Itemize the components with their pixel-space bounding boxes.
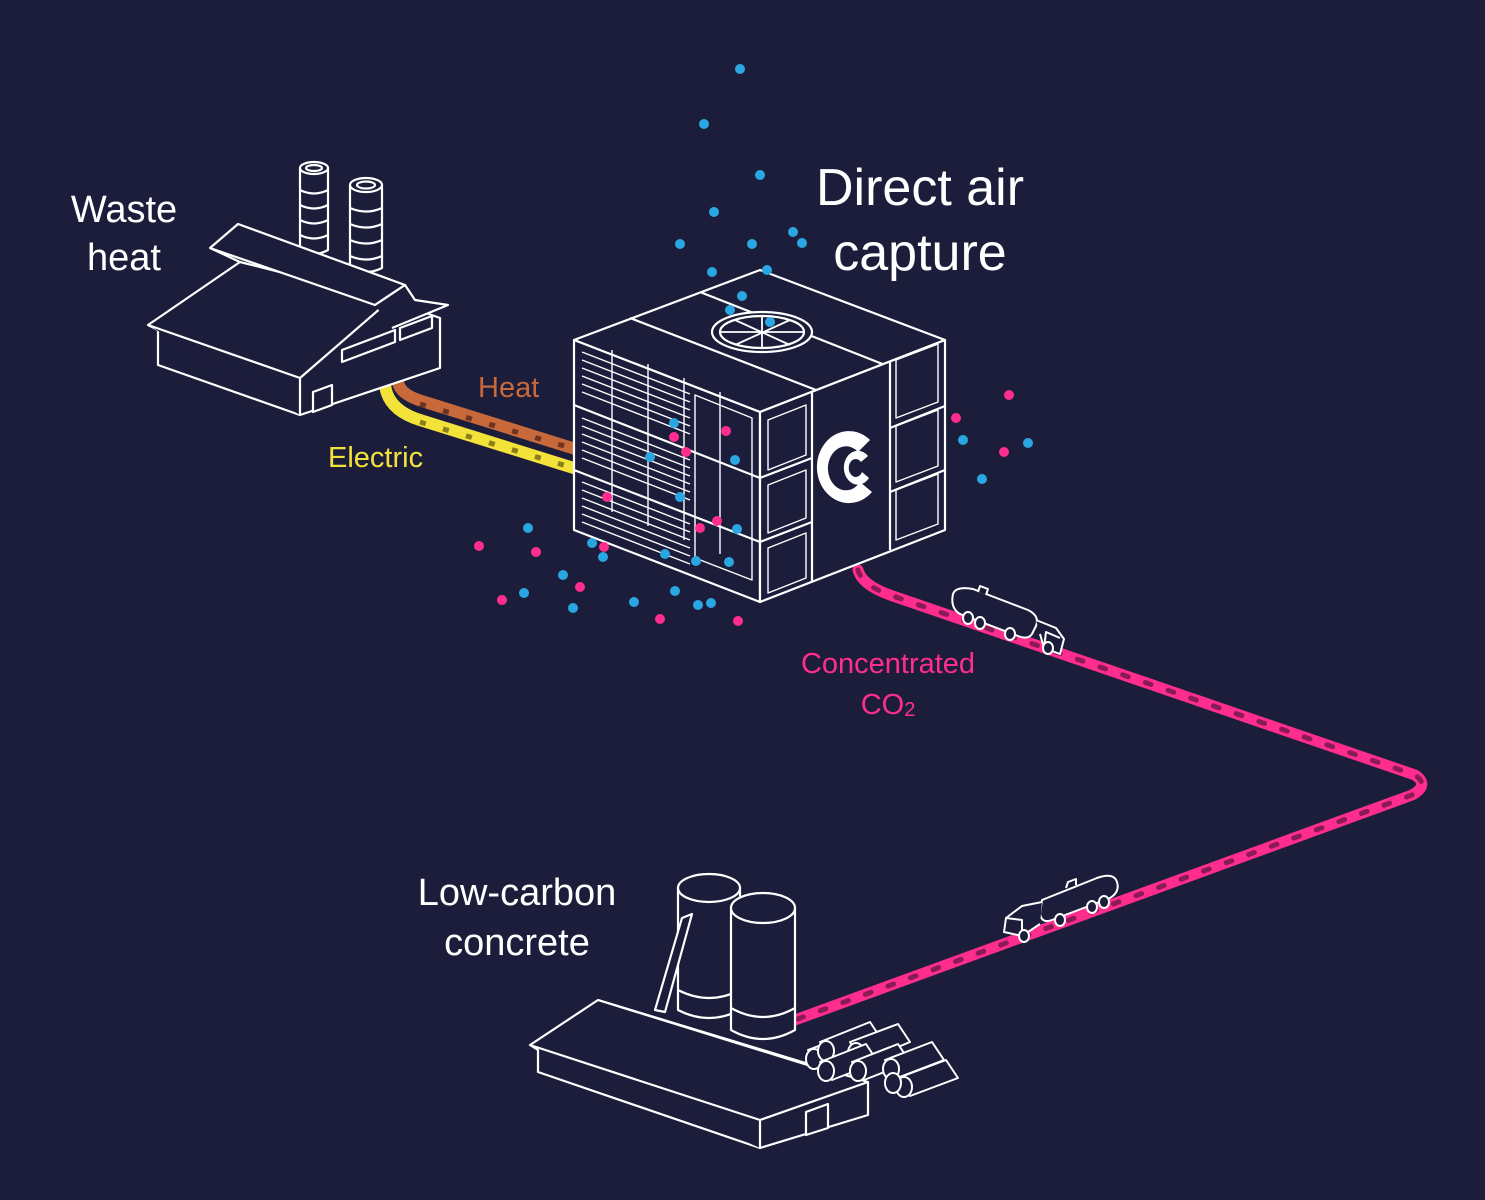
dac-unit-icon — [572, 268, 947, 604]
pipe-stack — [805, 1021, 959, 1098]
electric-label: Electric — [328, 442, 423, 474]
air-particles — [519, 64, 1033, 613]
tanker-truck-icon — [951, 585, 1065, 655]
capture-logo-icon — [816, 431, 872, 504]
concrete-plant-icon — [528, 872, 959, 1150]
dac-title-line2: capture — [833, 224, 1006, 282]
co2-label-line2: CO2 — [861, 689, 916, 721]
chimney-right — [348, 176, 384, 274]
chimney-left — [298, 160, 330, 256]
waste-heat-line1: Waste — [71, 189, 177, 231]
electric-pipe — [379, 379, 586, 476]
dac-title-line1: Direct air — [816, 159, 1024, 217]
silo-back — [676, 872, 742, 1020]
concrete-label-line1: Low-carbon — [418, 872, 617, 914]
co2-label-text: CO — [861, 689, 905, 721]
co2-label-subscript: 2 — [904, 699, 915, 721]
factory-icon — [146, 160, 450, 417]
co2-pipeline — [789, 564, 1428, 1026]
concrete-label-line2: concrete — [444, 922, 590, 964]
co2-particles — [474, 390, 1014, 626]
heat-pipe-dashes — [419, 401, 586, 473]
co2-label-line1: Concentrated — [801, 648, 975, 680]
tanker-truck-icon — [1003, 874, 1119, 943]
waste-heat-line2: heat — [87, 237, 161, 279]
heat-pipe — [392, 376, 591, 458]
silo-front — [729, 891, 797, 1040]
heat-label: Heat — [478, 372, 539, 404]
